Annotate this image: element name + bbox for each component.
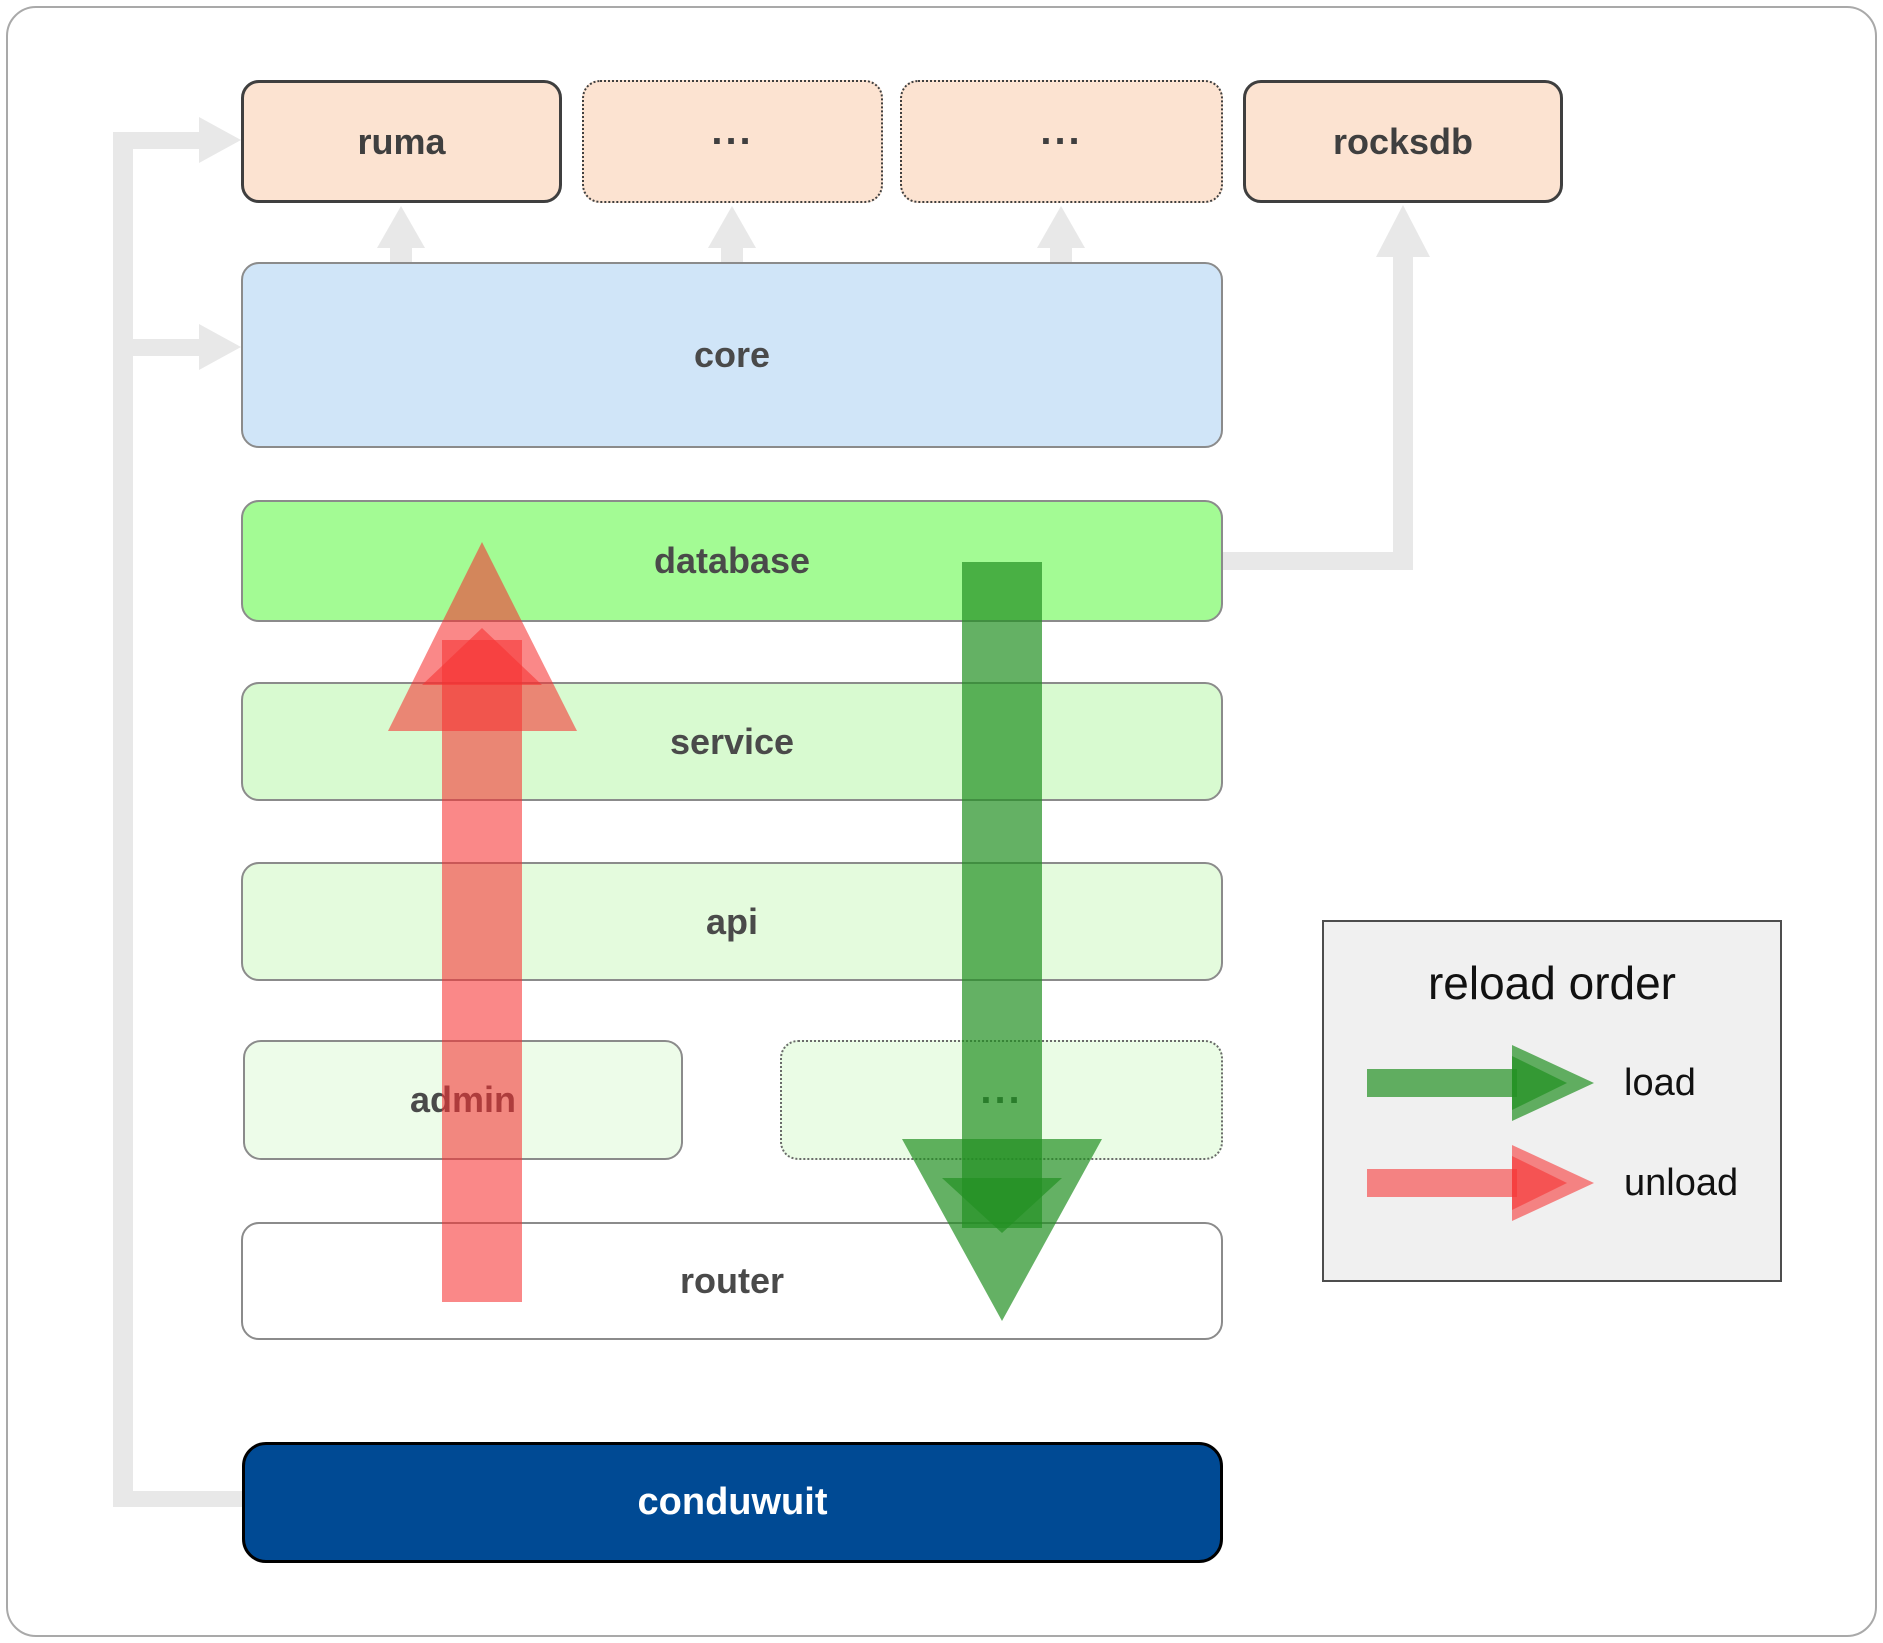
box-ruma-label: ruma	[357, 120, 446, 162]
box-api-label: api	[705, 900, 758, 942]
box-api: api	[241, 862, 1223, 981]
box-rocksdb-label: rocksdb	[1332, 120, 1474, 162]
box-other-service: ...	[780, 1040, 1223, 1160]
box-admin: admin	[243, 1040, 683, 1160]
legend-title: reload order	[1427, 957, 1677, 1009]
box-router: router	[241, 1222, 1223, 1340]
box-admin-label: admin	[409, 1079, 516, 1120]
box-service-label: service	[669, 720, 795, 762]
box-ruma: ruma	[241, 80, 562, 203]
box-rocksdb: rocksdb	[1243, 80, 1563, 203]
box-other-dependency-2: ...	[900, 80, 1223, 203]
box-core-label: core	[693, 334, 771, 375]
box-other-service-label: ...	[980, 1067, 1023, 1112]
box-conduwuit-label: conduwuit	[637, 1481, 828, 1523]
box-service: service	[241, 682, 1223, 801]
box-router-label: router	[679, 1260, 784, 1301]
box-core: core	[241, 262, 1223, 448]
legend-reload-order: reload order load unload	[1322, 920, 1782, 1282]
box-other-dependency-1-label: ...	[711, 109, 754, 153]
box-other-dependency-2-label: ...	[1040, 109, 1083, 153]
box-database: database	[241, 500, 1223, 622]
legend-load-label: load	[1624, 1061, 1696, 1104]
box-conduwuit: conduwuit	[242, 1442, 1223, 1563]
unload-arrow-icon	[1367, 1145, 1594, 1221]
load-arrow-icon	[1367, 1045, 1594, 1121]
legend-unload-label: unload	[1624, 1161, 1739, 1204]
box-database-label: database	[653, 540, 811, 581]
diagram-frame	[6, 6, 1877, 1637]
box-other-dependency-1: ...	[582, 80, 883, 203]
